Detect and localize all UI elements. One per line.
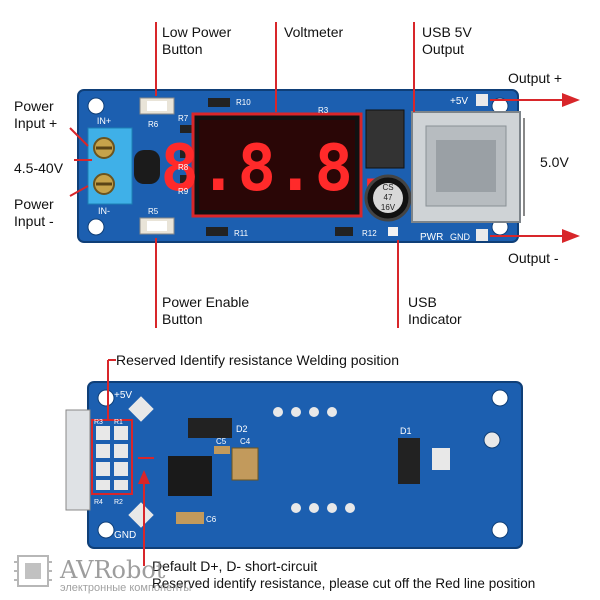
label-low-power-button: Low Power Button — [162, 24, 232, 57]
diode-d1 — [398, 438, 420, 484]
label-usb-indicator: USB Indicator — [408, 294, 462, 327]
silk-r7: R7 — [178, 114, 189, 123]
silk-d1: D1 — [400, 426, 412, 436]
silk-in-plus: IN+ — [97, 116, 111, 126]
diode-d2 — [188, 418, 232, 438]
silk-r11: R11 — [234, 229, 249, 238]
silk-plus-5v: +5V — [450, 96, 468, 107]
voltmeter-digits: 8.8.8. — [160, 132, 391, 206]
label-output-minus: Output - — [508, 250, 559, 266]
silk-d2: D2 — [236, 424, 248, 434]
silk-c5: C5 — [216, 437, 227, 446]
label-output-plus: Output + — [508, 70, 563, 86]
silk-r12: R12 — [362, 229, 377, 238]
bottom-callouts — [107, 359, 150, 566]
silk-bottom-gnd: GND — [114, 530, 136, 541]
top-callouts — [69, 22, 580, 328]
silk-bottom-plus5v: +5V — [114, 390, 132, 401]
reserved-resistor-pads — [91, 419, 133, 495]
silk-gnd: GND — [450, 232, 471, 242]
capacitor-c4 — [231, 447, 259, 481]
ic-chip — [168, 456, 212, 496]
label-output-voltage: 5.0V — [540, 154, 569, 170]
note-default-short: Default D+, D- short-circuit — [152, 558, 318, 574]
svg-text:CS: CS — [382, 183, 393, 192]
silk-r6: R6 — [148, 120, 159, 129]
silk-r5: R5 — [148, 207, 159, 216]
svg-text:16V: 16V — [381, 203, 396, 212]
label-power-input-plus: Power Input + — [14, 98, 58, 131]
silk-r3b: R3 — [94, 419, 103, 426]
label-usb-5v-output: USB 5V Output — [422, 24, 472, 57]
note-reserved-resistance: Reserved Identify resistance Welding pos… — [116, 352, 400, 368]
silk-r10: R10 — [236, 98, 251, 107]
silk-r2b: R2 — [114, 499, 123, 506]
note-cut-red-line: Reserved identify resistance, please cut… — [152, 576, 536, 591]
label-power-enable-button: Power Enable Button — [162, 294, 250, 327]
label-voltmeter: Voltmeter — [284, 24, 344, 40]
bottom-board: +5V GND R3 R1 R4 R2 D2 C4 C5 C6 D1 — [65, 381, 523, 549]
label-power-input-minus: Power Input - — [14, 196, 54, 229]
transistor — [134, 150, 160, 184]
silk-r3: R3 — [318, 106, 329, 115]
inductor — [365, 109, 405, 169]
silk-r4b: R4 — [94, 499, 103, 506]
watermark-brand: AVRobot — [60, 556, 166, 584]
silk-in-minus: IN- — [98, 206, 110, 216]
silk-r8: R8 — [178, 163, 189, 172]
silk-r1b: R1 — [114, 419, 123, 426]
avrobot-logo-icon — [14, 555, 52, 587]
silk-r9: R9 — [178, 187, 189, 196]
watermark-subtitle: электронные компоненты — [60, 582, 192, 594]
label-input-range: 4.5-40V — [14, 160, 64, 176]
silk-c6: C6 — [206, 515, 217, 524]
silk-pwr: PWR — [420, 232, 443, 243]
svg-text:47: 47 — [384, 193, 393, 202]
top-board: 8.8.8. CS 47 16V IN+ IN- +5V PWR GND R10… — [77, 89, 521, 243]
silk-c4: C4 — [240, 437, 251, 446]
